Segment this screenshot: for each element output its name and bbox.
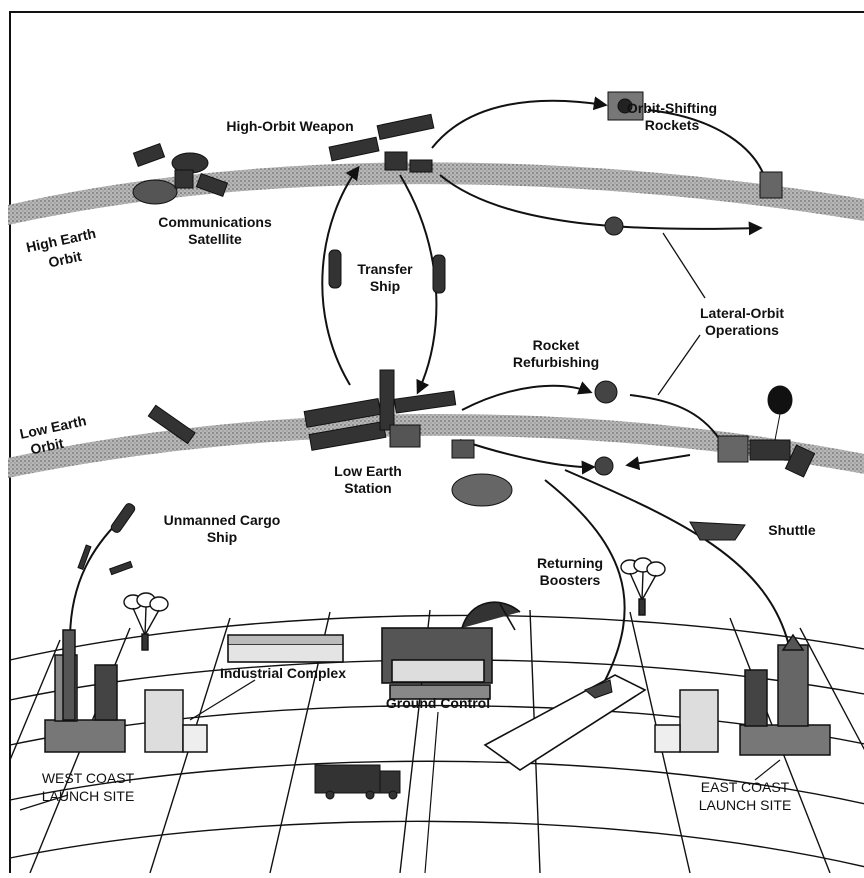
- west-coast-launch-pad: [44, 629, 126, 753]
- west-coast-pointer: [19, 794, 69, 811]
- arc-transfer-down: [399, 174, 438, 395]
- low-earth-orbit-band: [8, 413, 864, 478]
- ground-control-building: [381, 601, 521, 700]
- label-unmanned-cargo-1: Unmanned Cargo: [164, 512, 281, 528]
- arc-orbit-shift-return: [647, 109, 766, 179]
- label-unmanned-cargo-2: Ship: [207, 529, 237, 545]
- west-coast-building: [144, 689, 208, 753]
- label-transfer-ship-1: Transfer: [357, 261, 413, 277]
- frame-border: [9, 11, 864, 878]
- label-west-coast-1: WEST COAST: [42, 770, 135, 786]
- east-coast-launch-pad: [739, 633, 831, 756]
- label-returning-boosters-2: Boosters: [540, 572, 601, 588]
- east-coast-pointer: [754, 759, 781, 781]
- label-communications-1: Communications: [158, 214, 272, 230]
- label-ground-control: Ground Control: [386, 695, 490, 711]
- high-orbit-weapon: [328, 113, 435, 173]
- arc-lateral-low: [625, 454, 691, 471]
- east-coast-building: [654, 689, 719, 753]
- arc-refurb-to-lateral: [629, 394, 721, 441]
- label-high-earth-orbit-1: High Earth: [25, 225, 98, 255]
- arc-shuttle-path: [564, 469, 791, 651]
- shuttle: [689, 521, 746, 541]
- arc-cargo-launch: [69, 519, 121, 641]
- runway: [483, 674, 647, 771]
- lateral-module-high-2: [604, 216, 624, 236]
- label-shuttle: Shuttle: [768, 522, 816, 538]
- label-east-coast-2: LAUNCH SITE: [699, 797, 792, 813]
- label-orbit-shifting-2: Rockets: [645, 117, 700, 133]
- parachute-right: [620, 557, 666, 616]
- label-industrial-complex: Industrial Complex: [220, 665, 346, 681]
- industrial-complex: [227, 634, 344, 663]
- low-orbit-module: [147, 404, 196, 445]
- communications-satellite: [132, 142, 229, 205]
- arc-transfer-up: [321, 165, 360, 386]
- high-earth-orbit-band: [8, 162, 864, 225]
- unmanned-cargo-ship: [77, 503, 136, 576]
- label-transfer-ship-2: Ship: [370, 278, 400, 294]
- parachute-left: [123, 592, 169, 651]
- arc-to-orbit-shifting: [431, 96, 608, 149]
- label-west-coast-2: LAUNCH SITE: [42, 788, 135, 804]
- label-rocket-refurbishing-2: Refurbishing: [513, 354, 599, 370]
- arc-low-return: [459, 439, 596, 475]
- label-high-earth-orbit-2: Orbit: [47, 248, 83, 271]
- label-lateral-orbit-1: Lateral-Orbit: [700, 305, 784, 321]
- label-communications-2: Satellite: [188, 231, 242, 247]
- low-orbit-return-module: [594, 456, 614, 476]
- label-rocket-refurbishing-1: Rocket: [533, 337, 580, 353]
- label-high-orbit-weapon: High-Orbit Weapon: [226, 118, 353, 134]
- rocket-refurbishing-icon: [594, 380, 618, 404]
- label-orbit-shifting-1: Orbit-Shifting: [627, 100, 717, 116]
- label-low-earth-orbit-2: Orbit: [29, 435, 65, 458]
- cargo-truck: [314, 764, 401, 800]
- industrial-pointer: [189, 679, 256, 721]
- ground-control-pointer: [424, 711, 439, 874]
- label-lateral-orbit-2: Operations: [705, 322, 779, 338]
- label-low-earth-station-1: Low Earth: [334, 463, 402, 479]
- lateral-module-high-1: [759, 171, 783, 199]
- arc-to-refurbishing: [461, 381, 593, 411]
- landed-shuttle: [584, 679, 613, 699]
- callout-lateral-low: [657, 334, 701, 396]
- label-east-coast-1: EAST COAST: [701, 779, 790, 795]
- low-earth-station: [303, 369, 513, 507]
- transfer-ship-left: [328, 249, 342, 289]
- label-low-earth-station-2: Station: [344, 480, 391, 496]
- transfer-ship-right: [432, 254, 446, 294]
- callout-lateral-high: [662, 232, 706, 299]
- orbit-shifting-rocket-icon: [607, 91, 644, 121]
- arc-returning-boosters: [544, 479, 626, 691]
- label-returning-boosters-1: Returning: [537, 555, 603, 571]
- arc-lateral-high: [439, 174, 763, 236]
- lateral-orbit-low-station: [717, 385, 816, 478]
